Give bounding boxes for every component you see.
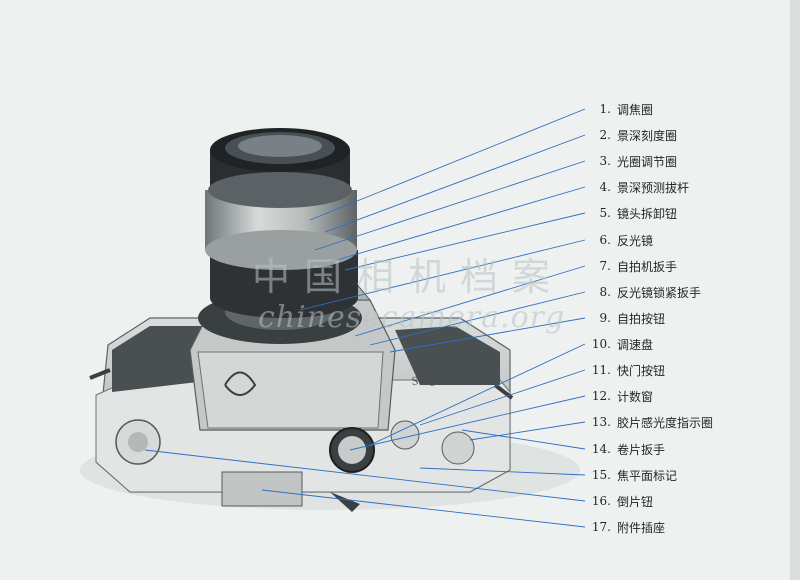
leader-lines — [144, 108, 586, 528]
part-label-14: 14. 卷片扳手 — [583, 438, 665, 460]
camera-brand-mark: Seagull — [411, 371, 449, 388]
part-number: 8. — [599, 285, 611, 299]
part-name: 自拍机扳手 — [617, 259, 678, 274]
part-label-10: 10. 调速盘 — [583, 333, 653, 355]
part-name: 自拍按钮 — [617, 311, 666, 326]
part-name: 调焦圈 — [617, 102, 654, 117]
part-label-4: 4. 景深预测拔杆 — [583, 176, 689, 198]
part-name: 焦平面标记 — [617, 468, 678, 483]
part-number: 15. — [591, 468, 611, 482]
part-name: 卷片扳手 — [617, 442, 666, 457]
part-label-2: 2. 景深刻度圈 — [583, 124, 677, 146]
part-name: 计数窗 — [617, 389, 654, 404]
part-number: 14. — [591, 442, 611, 456]
part-name: 反光镜锁紧扳手 — [617, 285, 702, 300]
part-name: 快门按钮 — [617, 363, 666, 378]
part-label-7: 7. 自拍机扳手 — [583, 255, 677, 277]
part-label-15: 15. 焦平面标记 — [583, 464, 677, 486]
part-name: 反光镜 — [617, 233, 654, 248]
part-name: 附件插座 — [617, 520, 666, 535]
part-label-8: 8. 反光镜锁紧扳手 — [583, 281, 701, 303]
part-name: 倒片钮 — [617, 494, 654, 509]
part-name: 镜头拆卸钮 — [617, 206, 678, 221]
part-label-1: 1. 调焦圈 — [583, 98, 653, 120]
part-name: 光圈调节圈 — [617, 154, 678, 169]
part-number: 16. — [591, 494, 611, 508]
part-number: 9. — [599, 311, 611, 325]
part-number: 17. — [591, 520, 611, 534]
part-number: 1. — [599, 102, 611, 116]
watermark-chinese: 中国相机档案 — [252, 255, 565, 299]
part-number: 2. — [599, 128, 611, 142]
part-label-16: 16. 倒片钮 — [583, 490, 653, 512]
part-number: 12. — [591, 389, 611, 403]
part-label-13: 13. 胶片感光度指示圈 — [583, 411, 713, 433]
part-number: 6. — [599, 233, 611, 247]
part-number: 3. — [599, 154, 611, 168]
part-label-11: 11. 快门按钮 — [583, 359, 665, 381]
part-name: 胶片感光度指示圈 — [617, 415, 714, 430]
part-number: 7. — [599, 259, 611, 273]
watermark-english: chinesecamera.org — [258, 300, 566, 335]
part-label-17: 17. 附件插座 — [583, 516, 665, 538]
part-number: 5. — [599, 206, 611, 220]
part-number: 10. — [591, 337, 611, 351]
part-number: 11. — [591, 363, 611, 377]
part-name: 景深预测拔杆 — [617, 180, 690, 195]
part-label-12: 12. 计数窗 — [583, 385, 653, 407]
part-label-6: 6. 反光镜 — [583, 229, 653, 251]
part-label-3: 3. 光圈调节圈 — [583, 150, 677, 172]
part-number: 13. — [591, 415, 611, 429]
part-label-5: 5. 镜头拆卸钮 — [583, 202, 677, 224]
part-name: 调速盘 — [617, 337, 654, 352]
part-name: 景深刻度圈 — [617, 128, 678, 143]
part-number: 4. — [599, 180, 611, 194]
part-label-9: 9. 自拍按钮 — [583, 307, 665, 329]
